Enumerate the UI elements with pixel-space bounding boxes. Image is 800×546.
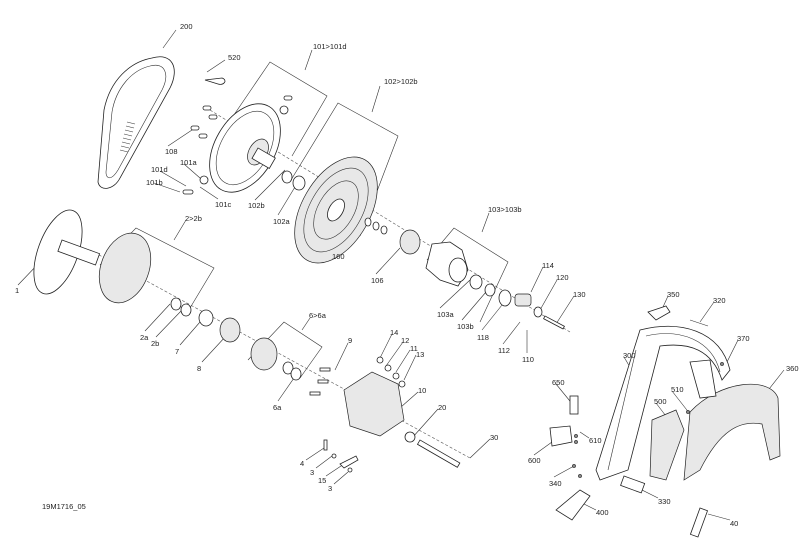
callout-103b: 103b	[457, 322, 474, 331]
callout-340: 340	[549, 479, 562, 488]
callout-11: 11	[410, 344, 418, 353]
callout-101d: 101d	[151, 165, 168, 174]
callout-101b: 101b	[146, 178, 163, 187]
callout-2a: 2a	[140, 333, 149, 342]
movable-sheave-part	[281, 156, 421, 264]
callout-112: 112	[498, 346, 510, 355]
callout-103a: 103a	[437, 310, 454, 319]
callout-3b: 3	[328, 484, 333, 493]
callout-2b: 2b	[151, 339, 160, 348]
callout-160: 160	[332, 252, 345, 261]
callout-103-103b: 103>103b	[488, 205, 522, 214]
callout-108: 108	[165, 147, 178, 156]
callout-14: 14	[390, 328, 399, 337]
callout-200: 200	[180, 22, 193, 31]
callout-118: 118	[477, 333, 489, 342]
callout-330: 330	[658, 497, 671, 506]
drive-clutch-part	[33, 209, 461, 473]
callout-3: 3	[310, 468, 315, 477]
callout-2-2b: 2>2b	[185, 214, 202, 223]
fixed-sheave-part	[182, 77, 293, 195]
callout-300: 300	[623, 351, 636, 360]
callout-30: 30	[490, 433, 499, 442]
callout-8: 8	[197, 364, 202, 373]
callout-114: 114	[542, 261, 554, 270]
callout-510: 510	[671, 385, 684, 394]
callout-40: 40	[730, 519, 739, 528]
callout-110: 110	[522, 355, 534, 364]
callout-10: 10	[418, 386, 427, 395]
callout-500: 500	[654, 397, 667, 406]
callout-102a: 102a	[273, 217, 290, 226]
callout-7: 7	[175, 347, 180, 356]
callout-130: 130	[573, 290, 586, 299]
belt-guard-part	[549, 305, 781, 538]
callout-520: 520	[228, 53, 241, 62]
callout-400: 400	[596, 508, 609, 517]
callout-12: 12	[401, 336, 410, 345]
callout-106: 106	[371, 276, 384, 285]
cam-part	[425, 241, 565, 330]
callout-350: 350	[667, 290, 680, 299]
callout-120: 120	[556, 273, 569, 282]
callout-4: 4	[300, 459, 305, 468]
callout-1: 1	[15, 286, 20, 295]
callout-101-101d: 101>101d	[313, 42, 347, 51]
callout-360: 360	[786, 364, 799, 373]
callout-600: 600	[528, 456, 541, 465]
callout-101a: 101a	[180, 158, 197, 167]
callout-650: 650	[552, 378, 565, 387]
callout-6-6a: 6>6a	[309, 311, 326, 320]
callout-102b: 102b	[248, 201, 265, 210]
drawing-code: 19M1716_05	[42, 502, 86, 511]
callout-20: 20	[438, 403, 447, 412]
callout-13: 13	[416, 350, 425, 359]
callout-370: 370	[737, 334, 750, 343]
callout-101c: 101c	[215, 200, 232, 209]
drive-belt-part	[97, 56, 175, 189]
callout-102-102b: 102>102b	[384, 77, 418, 86]
callout-6a: 6a	[273, 403, 282, 412]
callout-9: 9	[348, 336, 353, 345]
callout-610: 610	[589, 436, 602, 445]
callout-15: 15	[318, 476, 327, 485]
callout-320: 320	[713, 296, 726, 305]
